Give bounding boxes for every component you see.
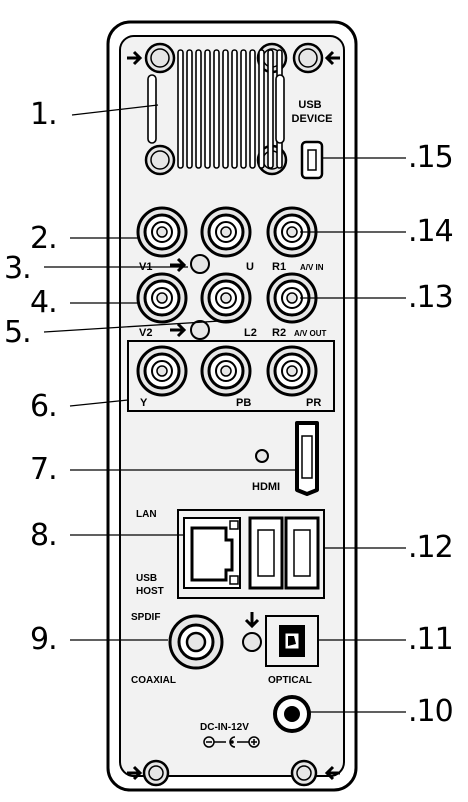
callout-6: 6.	[30, 392, 57, 422]
usb-host-label-2: HOST	[136, 586, 164, 597]
label-av-out: A/V OUT	[294, 329, 327, 338]
rca-jack-v2	[138, 274, 186, 322]
rca-jack-l2	[202, 274, 250, 322]
rca-jack-v1	[138, 208, 186, 256]
label-av-in: A/V IN	[300, 263, 324, 272]
label-v2: V2	[139, 327, 152, 339]
callout-10: .10	[408, 697, 453, 727]
usb-device-port	[302, 142, 322, 178]
callout-9: 9.	[30, 625, 57, 655]
usb-device-label-2: DEVICE	[292, 113, 333, 125]
callout-15: .15	[408, 143, 453, 173]
dc-in-label: DC-IN-12V	[200, 722, 249, 733]
rca-jack-pb	[202, 347, 250, 395]
dc-in-port	[275, 697, 309, 731]
usb-host-label-1: USB	[136, 573, 157, 584]
rca-jack-u	[202, 208, 250, 256]
callout-5: 5.	[4, 318, 31, 348]
spdif-label: SPDIF	[131, 612, 160, 623]
callout-11: .11	[408, 625, 453, 655]
callout-14: .14	[408, 217, 453, 247]
callout-2: 2.	[30, 224, 57, 254]
callout-8: 8.	[30, 521, 57, 551]
callout-3: 3.	[4, 254, 31, 284]
label-l2: L2	[244, 327, 257, 339]
coaxial-port	[170, 616, 222, 668]
label-pr: PR	[306, 397, 321, 409]
label-pb: PB	[236, 397, 251, 409]
callout-1: 1.	[30, 100, 57, 130]
callout-12: .12	[408, 533, 453, 563]
hdmi-label: HDMI	[252, 481, 280, 493]
label-r2: R2	[272, 327, 286, 339]
lan-label: LAN	[136, 509, 157, 520]
callout-7: 7.	[30, 455, 57, 485]
label-r1: R1	[272, 261, 286, 273]
label-u: U	[246, 261, 254, 273]
rca-jack-pr	[268, 347, 316, 395]
usb-host-port-2	[286, 518, 318, 588]
usb-device-label-1: USB	[298, 99, 321, 111]
hdmi-port	[297, 423, 317, 494]
ethernet-port	[184, 518, 240, 588]
optical-label: OPTICAL	[268, 675, 312, 686]
coaxial-label: COAXIAL	[131, 675, 176, 686]
hdmi-led	[256, 450, 268, 462]
label-y: Y	[140, 397, 148, 409]
rca-jack-y	[138, 347, 186, 395]
usb-host-port-1	[250, 518, 282, 588]
callout-4: 4.	[30, 288, 57, 318]
callout-13: .13	[408, 283, 453, 313]
